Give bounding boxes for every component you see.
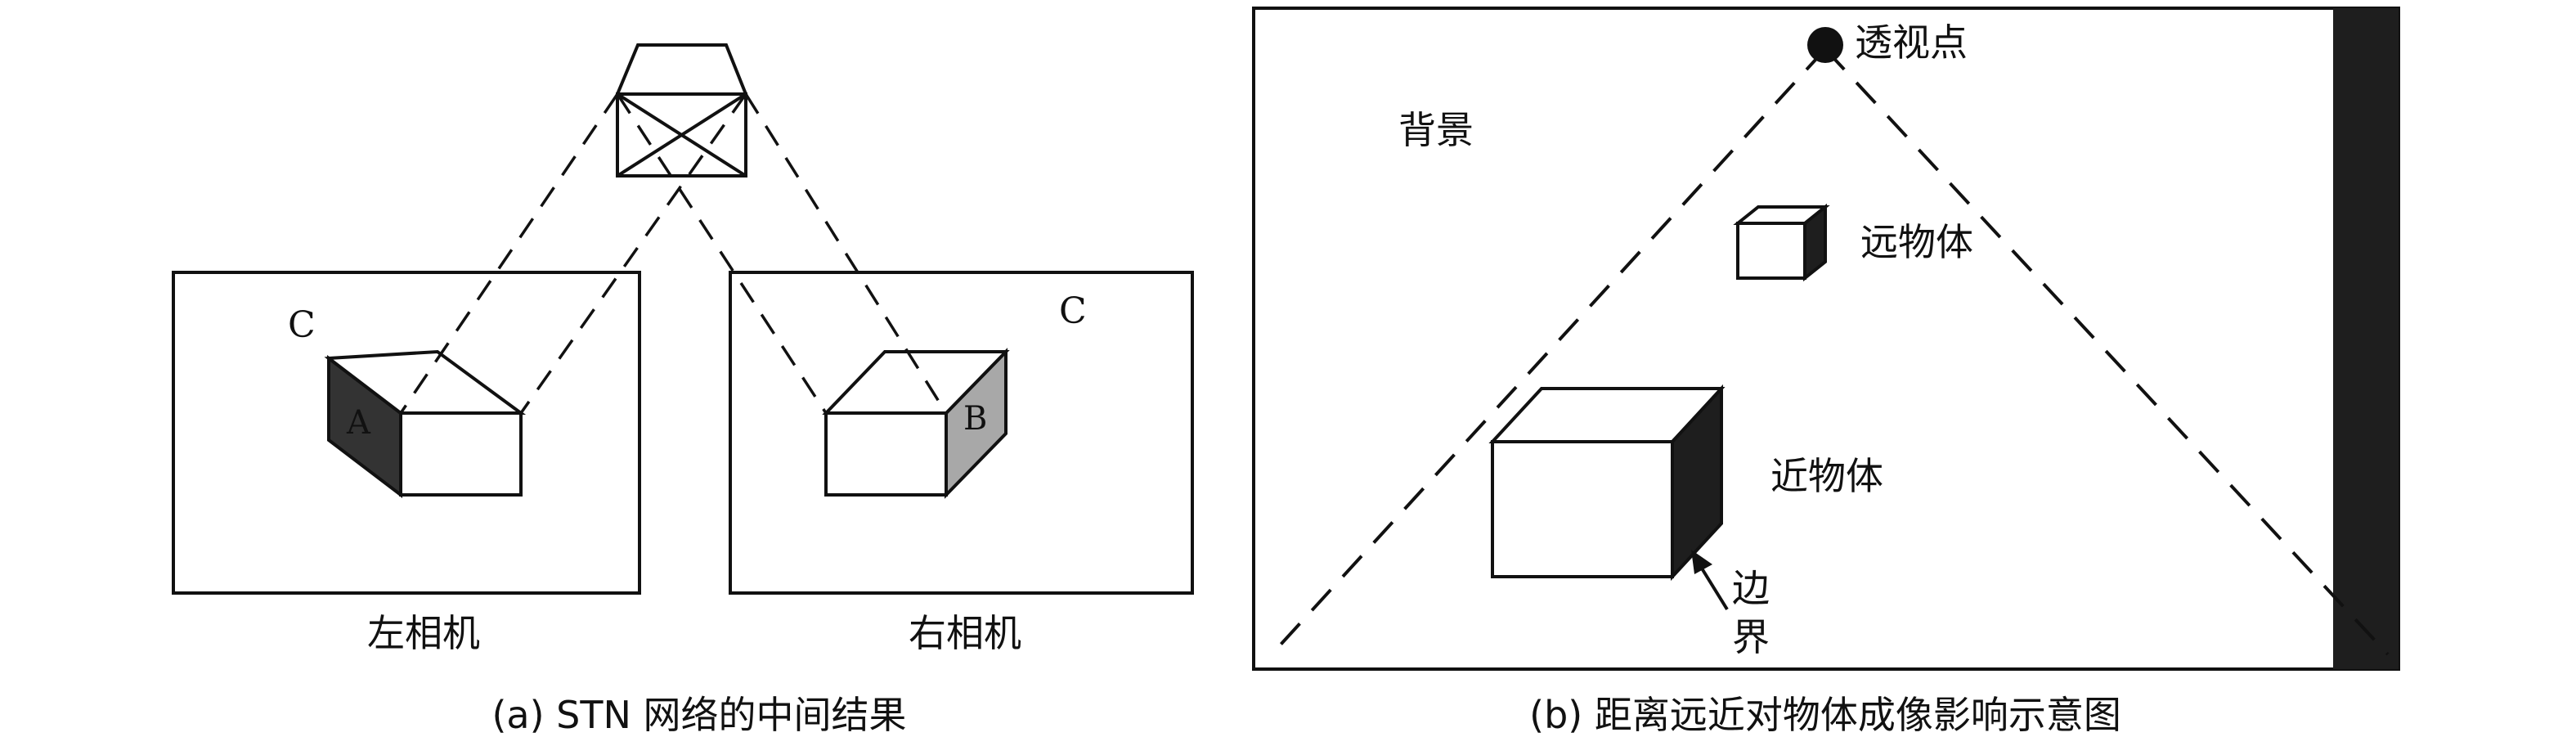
near-object-label: 近物体 [1770, 454, 1883, 498]
projection-lines [399, 92, 948, 415]
edge-arrow [1691, 550, 1729, 611]
background-label: 背景 [1398, 108, 1474, 152]
left-box-label: C [288, 304, 316, 346]
right-box-label: C [1059, 290, 1087, 332]
panel-a-caption: (a) STN 网络的中间结果 [491, 693, 906, 737]
perspective-lines [1270, 47, 2390, 656]
edge-label-line2: 界 [1732, 615, 1770, 659]
far-cube [1733, 203, 1830, 282]
right-boundary-bar [2333, 8, 2399, 669]
vanishing-point-label: 透视点 [1855, 20, 1968, 65]
left-camera-frame [172, 271, 641, 595]
edge-label-line1: 边 [1732, 566, 1770, 610]
panel-b [1252, 7, 2400, 671]
right-camera-label: 右相机 [909, 611, 1021, 655]
right-cube [822, 348, 1010, 499]
face-b-label: B [963, 400, 987, 438]
near-cube [1488, 384, 1726, 582]
left-camera-label: 左相机 [367, 611, 480, 655]
vanishing-point-dot [1807, 27, 1843, 63]
panel-b-caption: (b) 距离远近对物体成像影响示意图 [1529, 693, 2121, 737]
left-cube [324, 349, 527, 499]
panel-a [172, 43, 1194, 595]
stn-output-cube [615, 43, 748, 178]
far-object-label: 远物体 [1860, 220, 1973, 264]
face-a-label: A [346, 404, 371, 442]
right-camera-frame [729, 271, 1194, 595]
